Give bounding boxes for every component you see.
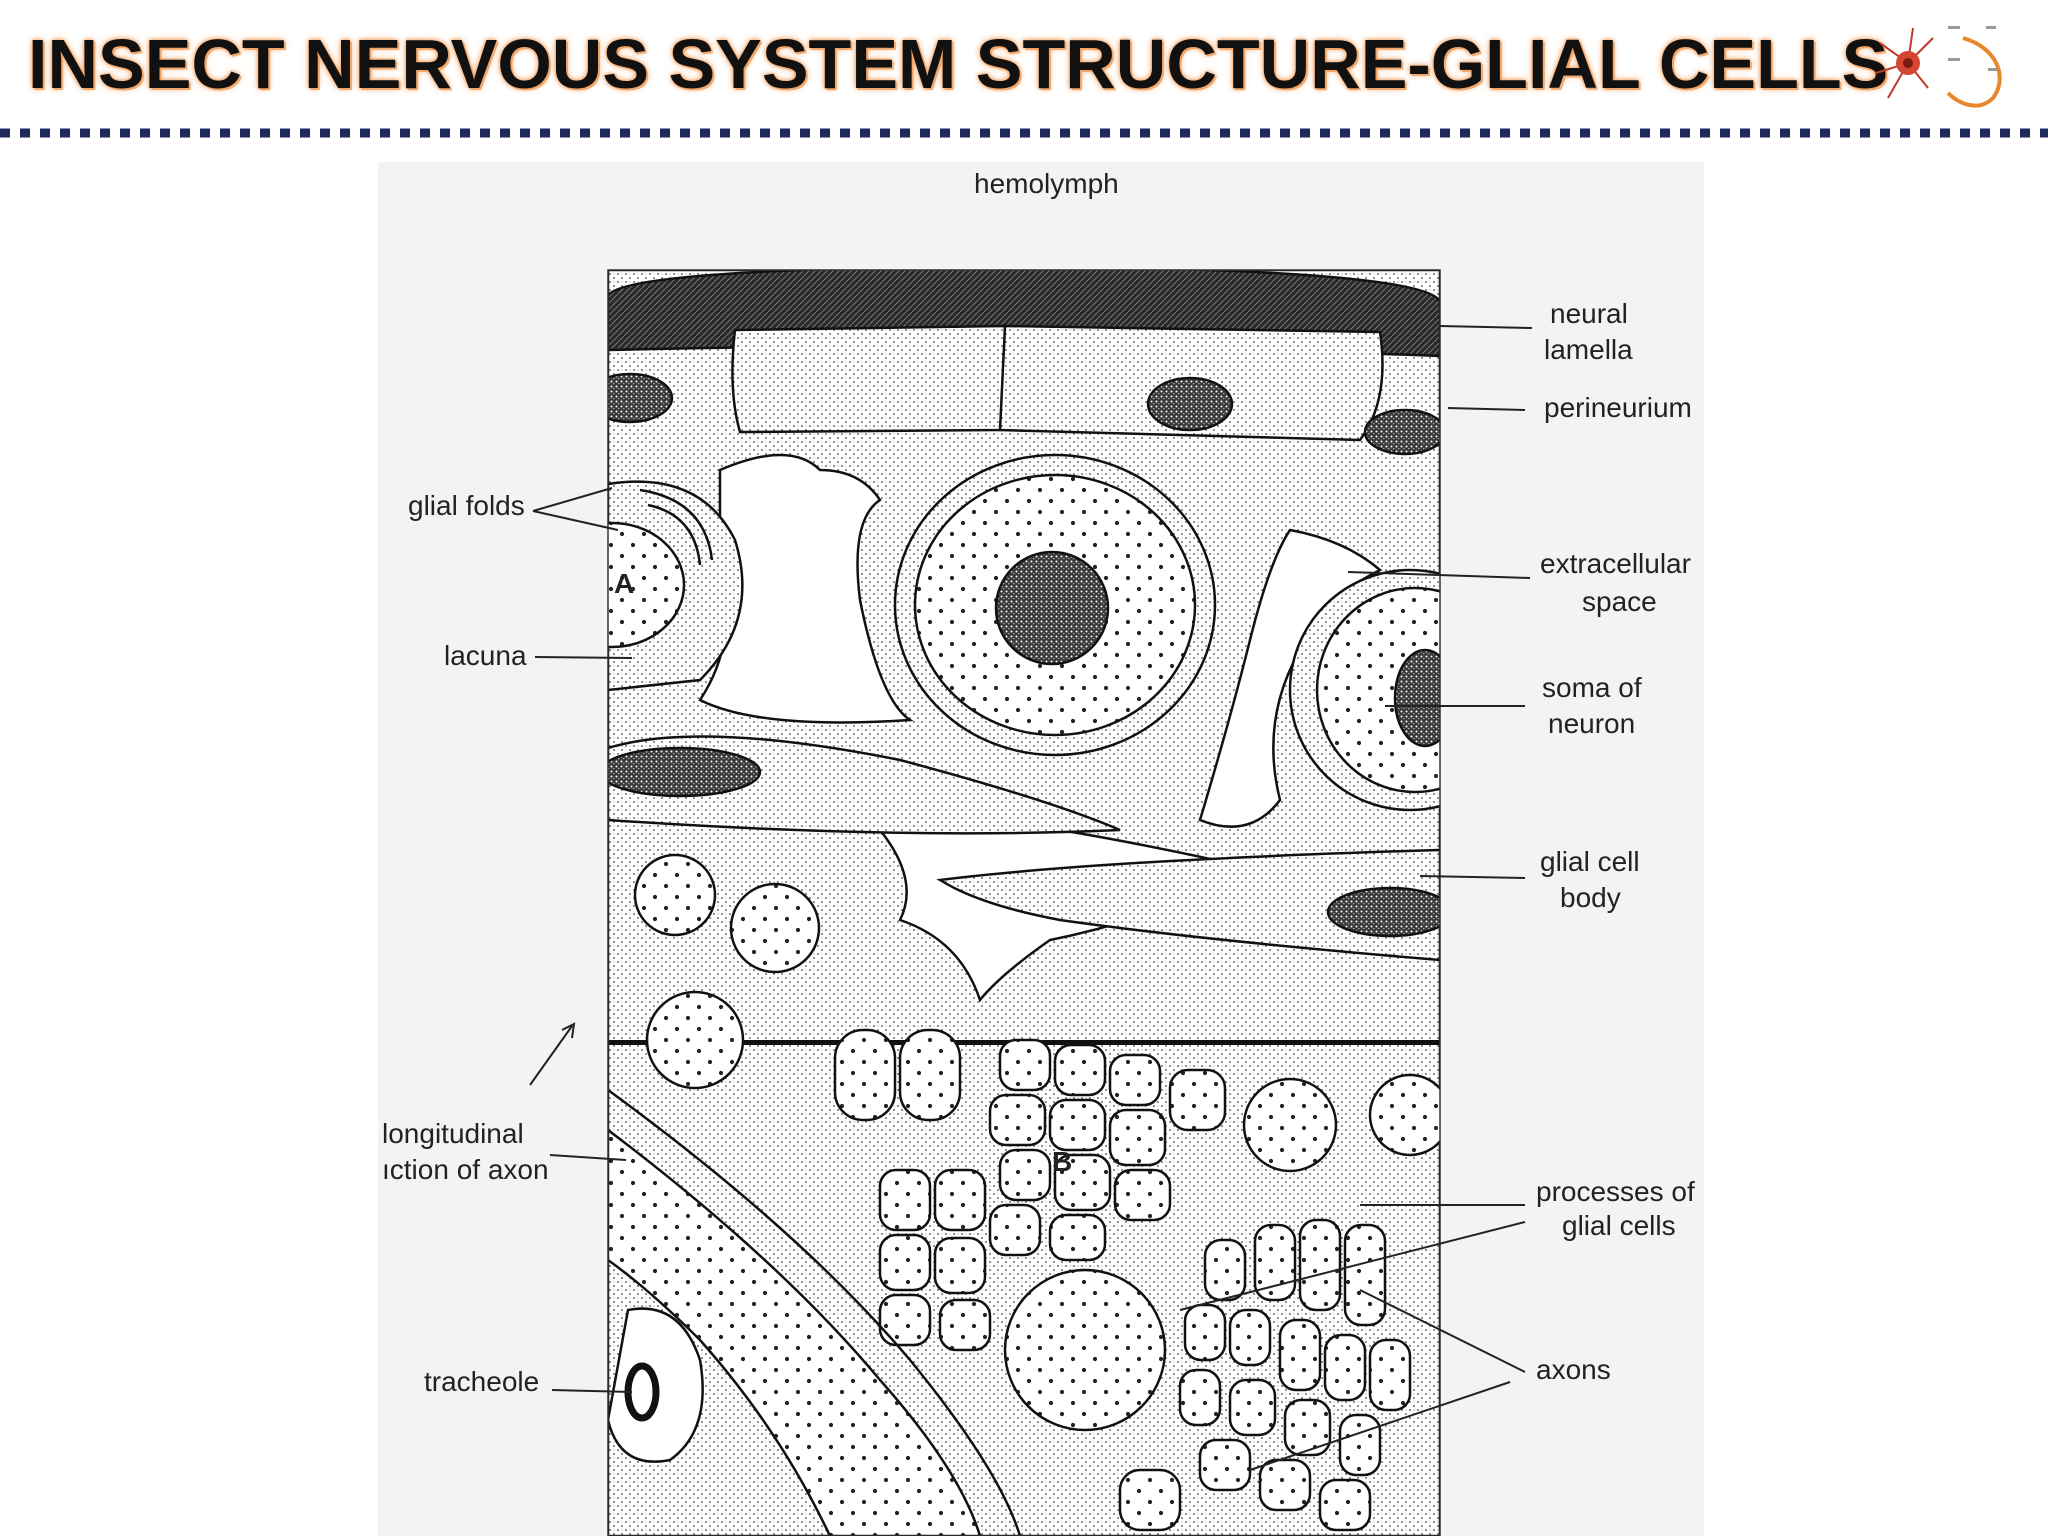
glial-cell-body	[936, 848, 1440, 962]
region-label-a: A	[614, 568, 635, 599]
extracellular-space	[1198, 528, 1383, 828]
axon-group	[1118, 1218, 1412, 1532]
soma-label-line2: neuron	[1548, 708, 1636, 739]
slide-title: INSECT NERVOUS SYSTEM STRUCTURE-GLIAL CE…	[28, 25, 1889, 103]
longitudinal-axon-label-line1: longitudinal	[382, 1118, 524, 1149]
perineurium-nucleus	[1363, 408, 1440, 456]
longitudinal-axon-label-line2: ıction of axon	[382, 1154, 549, 1185]
perineurium-cell	[731, 324, 1008, 434]
neuron-nucleus	[994, 550, 1110, 666]
longitudinal-axon	[608, 1128, 982, 1536]
extracellular-space-label-line1: extracellular	[1540, 548, 1691, 579]
neural-lamella-label-line1: neural	[1550, 298, 1628, 329]
hemolymph-label: hemolymph	[974, 168, 1119, 199]
extracellular-space	[698, 453, 914, 724]
extracellular-space-label-line2: space	[1582, 586, 1657, 617]
glial-nucleus	[1326, 886, 1440, 938]
soma-label-line1: soma of	[1542, 672, 1642, 703]
axon	[1368, 1073, 1440, 1157]
axon-a	[608, 521, 686, 649]
axon	[729, 882, 821, 974]
tracheole-label: tracheole	[424, 1366, 540, 1397]
dotted-divider	[0, 128, 2048, 138]
axon-bundle-b	[833, 1028, 1227, 1352]
tracheole	[624, 1362, 660, 1422]
axon	[1003, 1268, 1167, 1432]
processes-label-line1: processes of	[1536, 1176, 1695, 1207]
axon	[633, 853, 717, 937]
region-label-b: B	[1052, 1146, 1073, 1177]
glial-cell-body-label-line1: glial cell	[1540, 846, 1640, 877]
processes-label-line2: glial cells	[1562, 1210, 1676, 1241]
neuron-logo-icon	[1875, 26, 2002, 108]
neuron-nucleus	[1393, 648, 1440, 748]
perineurium-nucleus	[1146, 376, 1234, 432]
axons-label: axons	[1536, 1354, 1611, 1385]
axon	[1242, 1077, 1338, 1173]
lacuna-label: lacuna	[444, 640, 527, 671]
glial-cell-body-label-line2: body	[1560, 882, 1621, 913]
perineurium-label: perineurium	[1544, 392, 1692, 423]
glial-folds-label: glial folds	[408, 490, 525, 521]
neuron-soma	[1315, 586, 1440, 794]
axon	[645, 990, 745, 1090]
glial-nucleus	[608, 746, 762, 798]
perineurium-nucleus	[608, 372, 674, 424]
neural-lamella-label-line2: lamella	[1544, 334, 1633, 365]
